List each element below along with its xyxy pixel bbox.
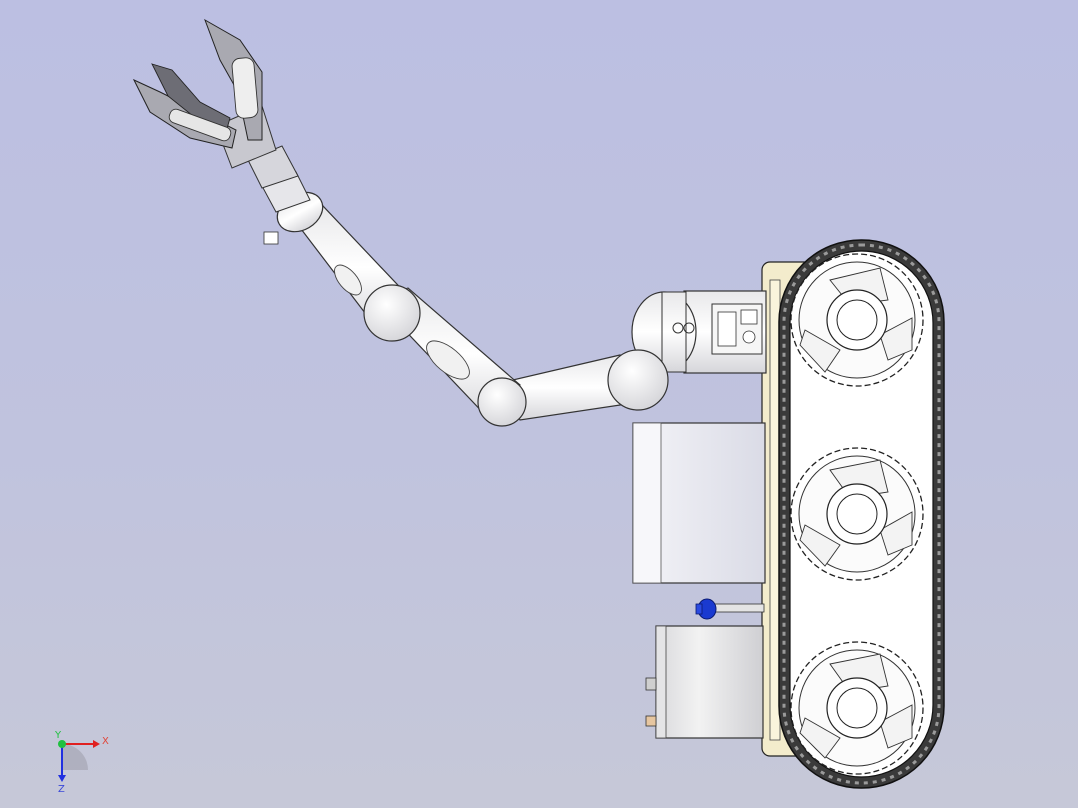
battery-box [632, 422, 766, 584]
manipulator-arm[interactable] [132, 18, 669, 427]
blue-knob [695, 598, 765, 620]
drive-motor [645, 625, 764, 739]
z-axis-label: Z [58, 784, 65, 795]
sprocket-wheel-bottom [790, 641, 924, 775]
sprocket-wheel-top [790, 253, 924, 387]
wrist-joint [363, 284, 421, 342]
y-axis-dot [58, 740, 66, 748]
x-axis-label: X [102, 736, 109, 747]
y-axis-label: Y [54, 730, 62, 741]
gripper[interactable] [132, 18, 277, 169]
crawler-track-assembly[interactable] [761, 239, 945, 789]
sprocket-wheel-middle [790, 447, 924, 581]
coordinate-triad: X Y Z [54, 730, 109, 795]
shoulder-joint [607, 349, 669, 411]
elbow-joint [477, 377, 527, 427]
track-links [782, 243, 941, 785]
